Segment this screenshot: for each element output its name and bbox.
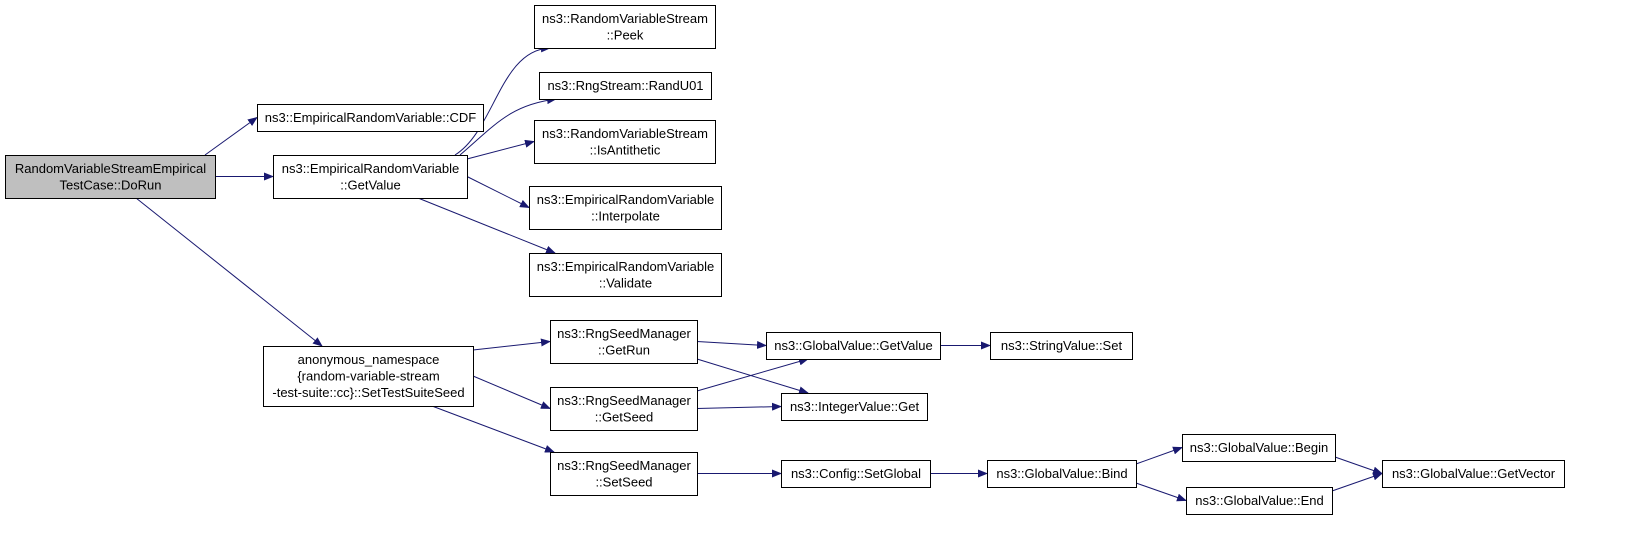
node-box [1186,487,1333,515]
edge-anon-to-getseed [472,375,551,409]
node-box [766,332,941,360]
node-label: anonymous_namespace [298,352,440,367]
node-label: ns3::EmpiricalRandomVariable [537,259,715,274]
node-box [539,72,712,100]
edge-dorun-to-anon [135,197,323,347]
graph-node-getvalue-emp[interactable]: ns3::EmpiricalRandomVariable::GetValue [273,155,468,199]
node-label: ns3::RngSeedManager [557,326,691,341]
node-label: ::Interpolate [591,208,660,223]
edge-bind-to-end [1135,482,1187,502]
node-label: {random-variable-stream [297,369,439,384]
node-box [781,393,928,421]
graph-node-randu01[interactable]: ns3::RngStream::RandU01 [539,72,712,100]
node-label: ::GetRun [598,342,650,357]
graph-node-gv-getvalue[interactable]: ns3::GlobalValue::GetValue [766,332,941,360]
node-label: ns3::RngSeedManager [557,393,691,408]
node-layer: RandomVariableStreamEmpiricalTestCase::D… [5,5,1565,515]
node-label: RandomVariableStreamEmpirical [15,161,206,176]
node-label: ns3::RngStream::RandU01 [547,78,703,93]
node-label: ::Peek [607,27,644,42]
node-label: -test-suite::cc}::SetTestSuiteSeed [272,385,464,400]
node-label: TestCase::DoRun [60,177,162,192]
graph-node-isanti[interactable]: ns3::RandomVariableStream::IsAntithetic [534,120,716,164]
edge-end-to-getvector [1331,472,1383,492]
edge-dorun-to-cdf [204,116,258,156]
edge-getvalue-emp-to-randu01 [459,96,557,156]
edge-getvalue-emp-to-peek [454,44,551,156]
node-label: ns3::EmpiricalRandomVariable [282,161,460,176]
graph-node-setseed[interactable]: ns3::RngSeedManager::SetSeed [550,452,698,496]
node-label: ns3::RandomVariableStream [542,126,708,141]
node-label: ::Validate [599,275,652,290]
edge-getrun-to-gv-getvalue [696,340,767,349]
node-label: ::GetSeed [595,409,654,424]
edge-begin-to-getvector [1334,456,1383,475]
node-box [534,120,716,164]
node-box [273,155,468,199]
node-box [1182,434,1336,462]
edge-anon-to-setseed [431,405,555,453]
node-label: ns3::EmpiricalRandomVariable [537,192,715,207]
edge-getvalue-emp-to-validate [417,197,556,254]
graph-node-begin[interactable]: ns3::GlobalValue::Begin [1182,434,1336,462]
edge-getseed-to-gv-getvalue [696,357,809,392]
node-box [529,253,722,297]
node-label: ns3::Config::SetGlobal [791,466,921,481]
node-label: ns3::EmpiricalRandomVariable::CDF [265,110,477,125]
edge-getrun-to-intget [696,358,809,395]
graph-node-setglobal[interactable]: ns3::Config::SetGlobal [781,460,931,488]
graph-node-cdf[interactable]: ns3::EmpiricalRandomVariable::CDF [257,104,484,132]
node-box [781,460,931,488]
graph-node-peek[interactable]: ns3::RandomVariableStream::Peek [534,5,716,49]
graph-node-getseed[interactable]: ns3::RngSeedManager::GetSeed [550,387,698,431]
graph-node-getvector[interactable]: ns3::GlobalValue::GetVector [1382,460,1565,488]
graph-node-bind[interactable]: ns3::GlobalValue::Bind [987,460,1137,488]
node-label: ns3::StringValue::Set [1001,338,1123,353]
graph-node-validate[interactable]: ns3::EmpiricalRandomVariable::Validate [529,253,722,297]
node-label: ::IsAntithetic [590,142,661,157]
node-box [1382,460,1565,488]
node-label: ns3::GlobalValue::Begin [1190,440,1329,455]
edge-anon-to-getrun [472,338,551,351]
node-box [550,387,698,431]
edge-getvalue-emp-to-isanti [466,139,535,160]
node-box [550,452,698,496]
edge-getvalue-emp-to-interp [466,176,530,208]
graph-node-dorun[interactable]: RandomVariableStreamEmpiricalTestCase::D… [5,155,216,199]
graph-node-intget[interactable]: ns3::IntegerValue::Get [781,393,928,421]
edge-getseed-to-intget [696,402,782,411]
node-box [534,5,716,49]
node-label: ns3::IntegerValue::Get [790,399,920,414]
node-label: ::GetValue [340,177,400,192]
node-box [987,460,1137,488]
node-box [5,155,216,199]
graph-node-strset[interactable]: ns3::StringValue::Set [990,332,1133,360]
node-label: ns3::GlobalValue::GetVector [1392,466,1556,481]
node-box [257,104,484,132]
node-label: ns3::GlobalValue::End [1195,493,1323,508]
node-box [550,320,698,364]
graph-node-getrun[interactable]: ns3::RngSeedManager::GetRun [550,320,698,364]
node-label: ns3::GlobalValue::Bind [996,466,1127,481]
node-label: ::SetSeed [595,474,652,489]
edge-layer [135,44,1383,502]
node-label: ns3::GlobalValue::GetValue [774,338,933,353]
graph-node-interp[interactable]: ns3::EmpiricalRandomVariable::Interpolat… [529,186,722,230]
graph-node-anon[interactable]: anonymous_namespace {random-variable-stre… [263,346,474,407]
node-box [263,346,474,407]
node-box [529,186,722,230]
node-label: ns3::RandomVariableStream [542,11,708,26]
node-box [990,332,1133,360]
graph-node-end[interactable]: ns3::GlobalValue::End [1186,487,1333,515]
node-label: ns3::RngSeedManager [557,458,691,473]
edge-bind-to-begin [1135,446,1183,465]
